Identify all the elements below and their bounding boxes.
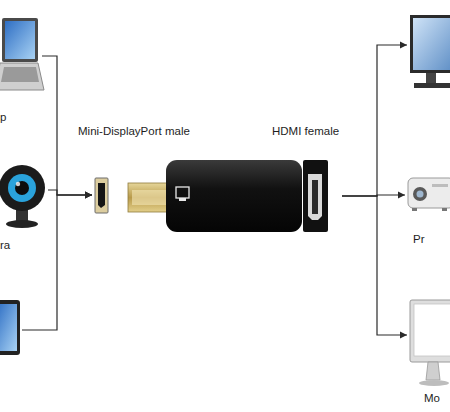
signal-connector [48, 190, 92, 199]
arrow-head [400, 42, 407, 49]
arrow-head [85, 192, 92, 199]
signal-connector [342, 196, 407, 339]
signal-connector [22, 192, 92, 331]
connector-node: Mini-DisplayPort male [92, 120, 210, 216]
tv-icon [410, 15, 450, 88]
signal-connector [342, 192, 405, 199]
connector-line [48, 190, 92, 195]
device-caption: Mini-DisplayPort male [78, 124, 190, 138]
device-node: p [0, 18, 42, 124]
device-caption: Pr [413, 232, 425, 246]
signal-connector [42, 56, 92, 199]
projector-icon [408, 178, 450, 211]
display-node: Pr [405, 170, 450, 250]
hdmi-female-port [303, 160, 328, 232]
device-caption: ra [0, 238, 10, 252]
webcam-icon [0, 165, 45, 228]
arrow-head [85, 192, 92, 199]
arrow-head [398, 192, 405, 199]
connector-line [342, 195, 405, 196]
arrow-head [85, 192, 92, 199]
device-node: ra [0, 150, 48, 252]
connector-line [342, 196, 407, 335]
signal-connector [342, 42, 407, 197]
device-caption: p [0, 110, 6, 124]
adapter-photo [128, 160, 302, 232]
connector-line [342, 45, 407, 196]
laptop-icon [0, 18, 44, 90]
mini-displayport-plug [95, 178, 108, 213]
device-caption: HDMI female [272, 124, 339, 138]
display-node [407, 10, 450, 95]
display-node: Mo [407, 295, 450, 407]
monitor-icon [410, 300, 450, 386]
connector-node: HDMI female [272, 120, 342, 234]
connector-line [22, 195, 92, 330]
tablet-icon [0, 300, 20, 355]
arrow-head [400, 332, 407, 339]
device-node [0, 300, 22, 358]
connector-line [42, 56, 92, 195]
device-caption: Mo [424, 391, 440, 405]
